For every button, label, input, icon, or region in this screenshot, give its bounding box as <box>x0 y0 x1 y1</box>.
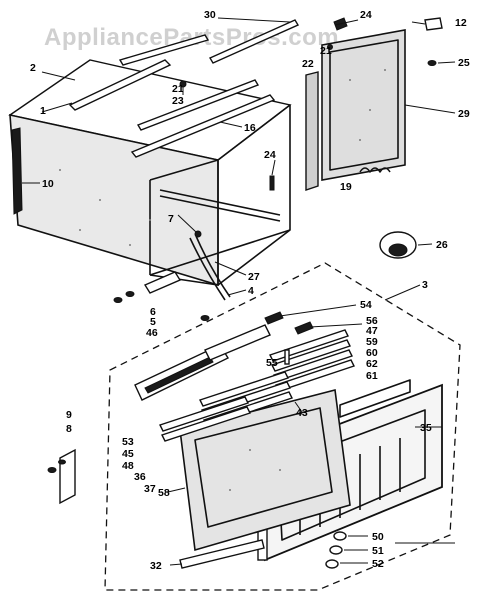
label-part-43: 43 <box>296 407 308 419</box>
washers <box>325 531 347 569</box>
filter-panel <box>305 29 406 191</box>
label-part-54: 54 <box>360 299 372 311</box>
label-part-32: 32 <box>150 560 162 572</box>
label-part-36: 36 <box>134 471 146 483</box>
label-part-23: 23 <box>172 95 184 107</box>
label-part-52: 52 <box>372 558 384 570</box>
label-part-50: 50 <box>372 531 384 543</box>
label-part-35: 35 <box>420 422 432 434</box>
label-part-3: 3 <box>422 279 428 291</box>
label-part-61: 61 <box>366 370 378 382</box>
label-part-37: 37 <box>144 483 156 495</box>
label-part-19: 19 <box>340 181 352 193</box>
label-part-8: 8 <box>66 423 72 435</box>
label-part-47: 47 <box>366 325 378 337</box>
leader-lines <box>22 17 456 566</box>
label-part-6: 6 <box>150 306 156 318</box>
label-part-60: 60 <box>366 347 378 359</box>
control-panel <box>134 324 271 401</box>
slide-rail <box>179 539 265 569</box>
label-part-1: 1 <box>40 105 46 117</box>
label-part-53: 53 <box>122 436 134 448</box>
label-part-21-b: 21 <box>320 45 332 57</box>
label-part-51: 51 <box>372 545 384 557</box>
label-part-26: 26 <box>436 239 448 251</box>
label-part-22: 22 <box>302 58 314 70</box>
label-part-21-a: 21 <box>172 83 184 95</box>
label-part-2: 2 <box>30 62 36 74</box>
label-part-7: 7 <box>168 213 174 225</box>
label-part-30: 30 <box>204 9 216 21</box>
top-rails <box>68 19 300 158</box>
label-part-24-a: 24 <box>264 149 276 161</box>
front-assembly-boundary <box>104 262 461 591</box>
label-part-46: 46 <box>146 327 158 339</box>
label-part-4: 4 <box>248 285 254 297</box>
cabinet <box>8 59 292 287</box>
louver-blades <box>159 329 355 442</box>
label-part-27: 27 <box>248 271 260 283</box>
label-part-12: 12 <box>455 17 467 29</box>
side-bracket <box>47 448 76 505</box>
watermark: AppliancePartsPros.com <box>44 24 339 51</box>
label-part-59: 59 <box>366 336 378 348</box>
label-part-5: 5 <box>150 316 156 328</box>
label-part-10: 10 <box>42 178 54 190</box>
label-part-45: 45 <box>122 448 134 460</box>
cabinet-screws <box>179 80 275 191</box>
label-part-9: 9 <box>66 409 72 421</box>
knob-26 <box>379 231 417 259</box>
part-labels: 2 1 10 30 21 23 16 24 7 27 4 6 5 46 24 2… <box>30 9 470 572</box>
label-part-55: 55 <box>266 357 278 369</box>
air-panel <box>179 388 351 552</box>
label-part-56: 56 <box>366 315 378 327</box>
label-part-62: 62 <box>366 358 378 370</box>
small-parts-54-56 <box>264 311 314 365</box>
small-screws <box>113 291 210 321</box>
label-part-24-b: 24 <box>360 9 372 21</box>
label-part-29: 29 <box>458 108 470 120</box>
label-part-48: 48 <box>122 460 134 472</box>
label-part-16: 16 <box>244 122 256 134</box>
harness <box>143 230 231 301</box>
label-part-58: 58 <box>158 487 170 499</box>
label-part-25: 25 <box>458 57 470 69</box>
